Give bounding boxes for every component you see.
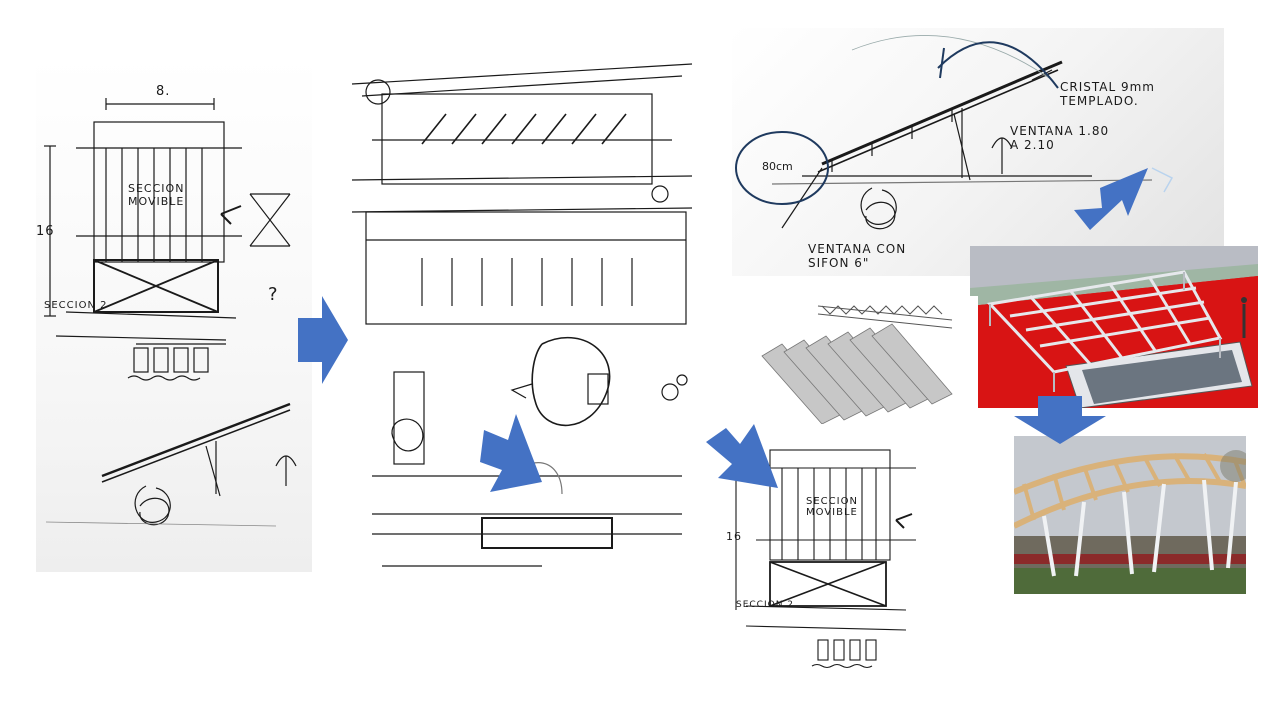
dimension-top-label: 8.: [156, 84, 171, 99]
render-3d-drawing: [970, 246, 1258, 408]
render-roof-panels: [742, 296, 978, 424]
roof-panels-drawing: [761, 305, 953, 424]
arrow-diagonal-4: [1074, 168, 1148, 230]
plan-sketch-drawing: [351, 63, 693, 567]
sketch-panel-elevation: 8. 16 SECCION MOVIBLE SECCION 2 ?: [36, 56, 312, 572]
arrow-right-1: [298, 296, 348, 384]
built-structure-drawing: [1014, 436, 1246, 594]
highlight-circle: [735, 131, 829, 205]
render-3d-model: [970, 246, 1258, 408]
arrow-diagonal-3: [706, 424, 778, 488]
question-mark: ?: [268, 284, 279, 305]
dimension-side-label-repeat: 16: [726, 530, 742, 543]
arrow-diagonal-2: [480, 414, 542, 492]
label-cristal: CRISTAL 9mm TEMPLADO.: [1060, 80, 1155, 108]
sketch-panel-elevation-repeat: 16 SECCION MOVIBLE SECCION 2: [726, 430, 926, 698]
photo-built-structure: [1014, 436, 1246, 594]
label-ventana-sifon: VENTANA CON SIFON 6": [808, 242, 907, 270]
label-seccion-2: SECCION 2: [44, 300, 108, 311]
section-sketch-drawing: [735, 35, 1174, 230]
sketch-panel-section: CRISTAL 9mm TEMPLADO. VENTANA 1.80 A 2.1…: [732, 28, 1224, 276]
label-ventana: VENTANA 1.80 A 2.10: [1010, 124, 1110, 152]
elevation-repeat-drawing: [735, 449, 916, 669]
elevation-sketch-drawing: [44, 98, 297, 527]
label-seccion-2-repeat: SECCION 2: [736, 600, 795, 610]
dimension-side-label: 16: [36, 224, 55, 239]
arrow-down-5: [1014, 396, 1106, 444]
sketch-panel-plans: [342, 44, 700, 580]
label-seccion-movible: SECCION MOVIBLE: [128, 182, 185, 208]
label-seccion-movible-repeat: SECCION MOVIBLE: [806, 496, 858, 518]
label-80cm: 80cm: [762, 160, 793, 173]
